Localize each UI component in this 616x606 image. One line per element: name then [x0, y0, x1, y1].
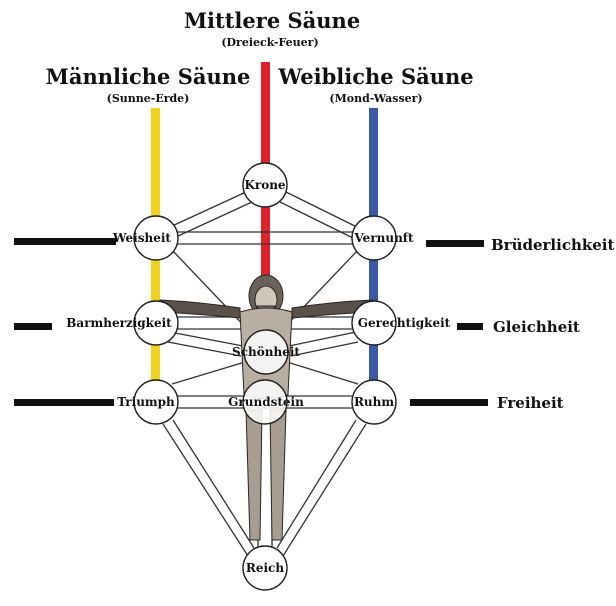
middle-pillar-subtitle: (Dreieck-Feuer) — [221, 36, 318, 49]
side-label-gleich: Gleichheit — [493, 318, 580, 336]
label-grundstein: Grundstein — [228, 395, 304, 409]
label-schoenheit: Schönheit — [232, 345, 300, 359]
label-krone: Krone — [244, 178, 285, 192]
label-weisheit: Weisheit — [112, 231, 171, 245]
side-label-brueder: Brüderlichkeit — [491, 236, 614, 254]
label-vernunft: Vernunft — [353, 231, 414, 245]
label-barmherzigkeit: Barmherzigkeit — [66, 316, 172, 330]
male-pillar-subtitle: (Sunne-Erde) — [107, 92, 190, 105]
label-reich: Reich — [246, 561, 284, 575]
label-triumph: Triumph — [117, 395, 175, 409]
middle-pillar-title: Mittlere Säune — [184, 8, 360, 33]
female-pillar-subtitle: (Mond-Wasser) — [329, 92, 422, 105]
label-ruhm: Ruhm — [354, 395, 394, 409]
female-pillar-title: Weibliche Säune — [277, 64, 473, 89]
male-pillar-title: Männliche Säune — [46, 64, 251, 89]
label-gerechtigkeit: Gerechtigkeit — [358, 316, 451, 330]
side-label-frei: Freiheit — [497, 394, 564, 412]
